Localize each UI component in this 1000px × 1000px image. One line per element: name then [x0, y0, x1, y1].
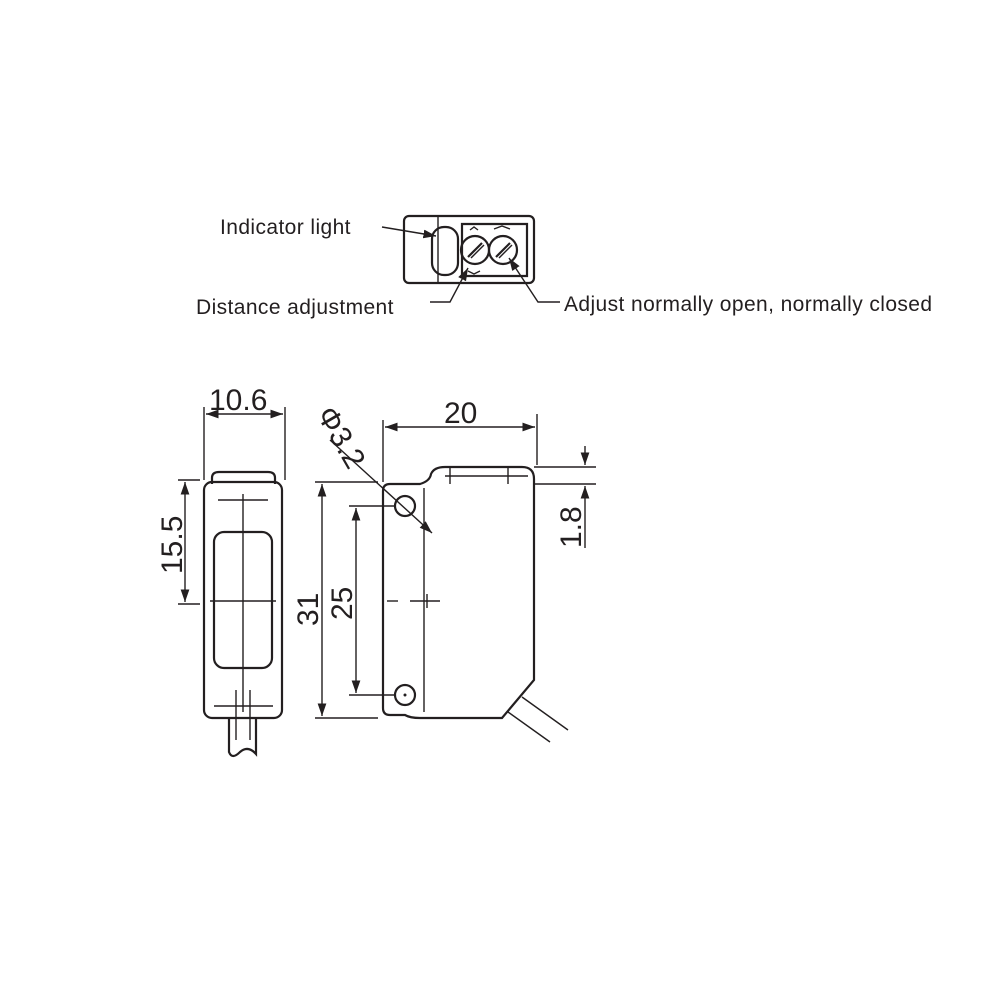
front-view-housing — [202, 480, 284, 720]
label-distance-adjustment: Distance adjustment — [196, 296, 394, 319]
dim-total-height-value: 31 — [292, 593, 325, 626]
mount-hole-bottom — [393, 683, 417, 707]
label-indicator-light: Indicator light — [220, 216, 351, 239]
dim-total-height: 31 — [292, 481, 378, 719]
top-view-housing — [402, 214, 536, 285]
dim-hole-diameter: Φ3.2 — [310, 401, 433, 534]
dim-hole-diameter-value: Φ3.2 — [310, 401, 371, 474]
front-cable — [227, 718, 258, 758]
top-view — [402, 214, 536, 285]
side-cable-upper — [521, 696, 569, 731]
front-view — [202, 470, 284, 758]
side-view — [381, 465, 569, 743]
callout-distance-adjustment: Distance adjustment — [196, 267, 469, 319]
callout-nc-no-adjust: Adjust normally open, normally closed — [508, 257, 932, 316]
label-nc-no-adjust: Adjust normally open, normally closed — [564, 293, 932, 316]
side-view-housing — [381, 465, 536, 720]
dim-hole-pitch-value: 25 — [326, 587, 359, 620]
side-cable-lower — [507, 711, 551, 743]
dim-window-height-value: 15.5 — [156, 516, 189, 574]
dim-depth: 20 — [382, 397, 538, 482]
dim-window-height: 15.5 — [156, 479, 200, 605]
indicator-light-icon — [430, 225, 460, 277]
dim-hole-pitch: 25 — [326, 505, 394, 696]
dim-width: 10.6 — [203, 384, 286, 480]
dim-depth-value: 20 — [444, 397, 477, 430]
callout-indicator-light: Indicator light — [220, 216, 437, 239]
mode-adjust-screw-icon — [487, 234, 519, 266]
adjustment-knob-housing — [460, 222, 529, 278]
mount-hole-top — [393, 494, 417, 518]
dim-width-value: 10.6 — [209, 384, 267, 417]
dim-top-step: 1.8 — [534, 446, 596, 548]
dim-top-step-value: 1.8 — [555, 506, 588, 548]
